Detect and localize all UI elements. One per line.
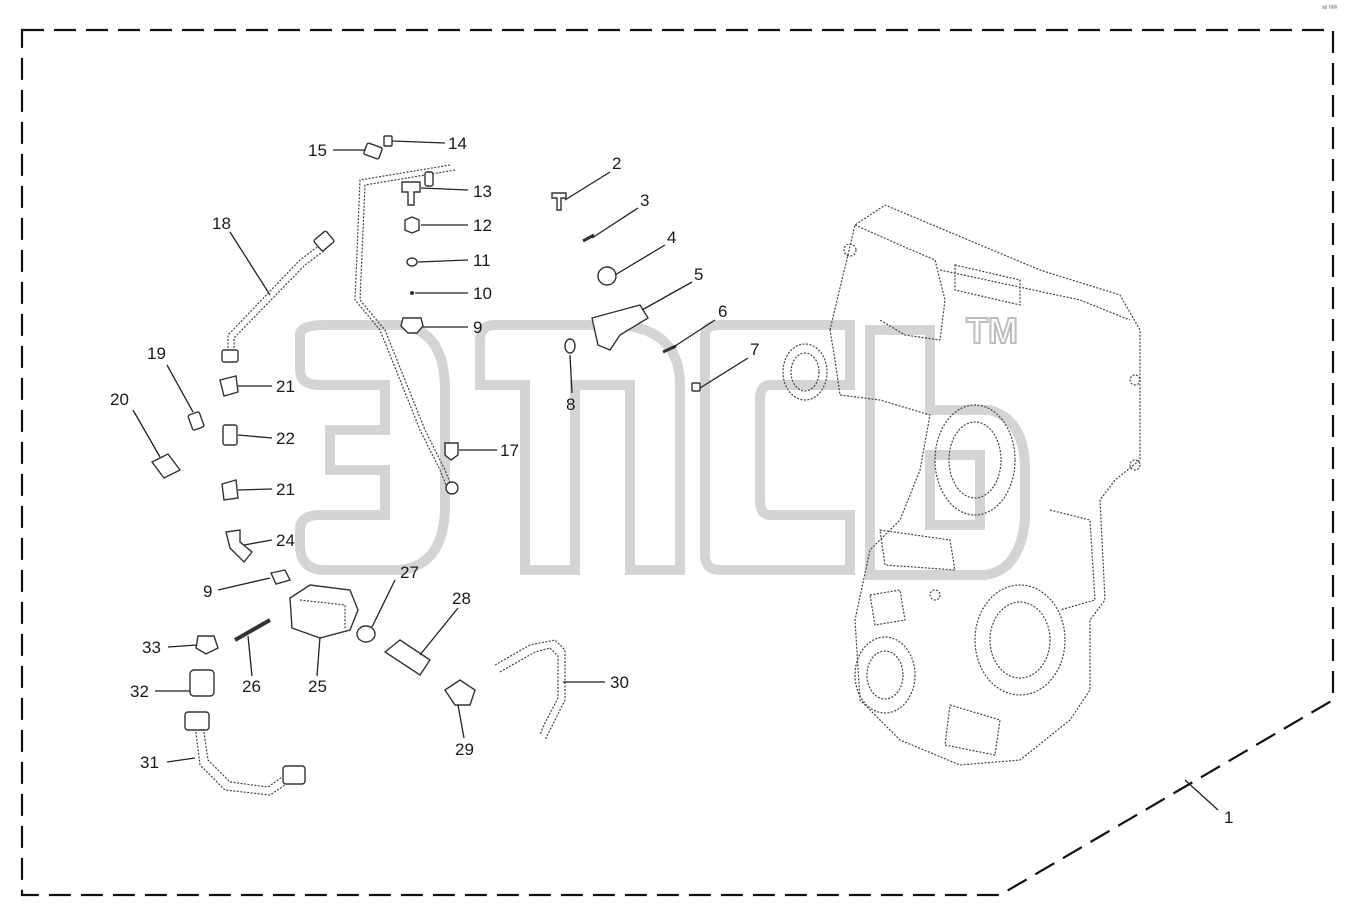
callout-28: 28 [452,589,471,608]
elbow-21-bottom [221,479,239,501]
pipe-30 [494,639,566,741]
fitting-19 [187,411,205,431]
fitting-17 [444,442,459,461]
pin-3 [582,233,595,243]
clamp-4 [597,266,617,286]
callout-24: 24 [276,531,295,550]
callout-31: 31 [140,753,159,772]
callout-10: 10 [473,284,492,303]
callout-33: 33 [142,638,161,657]
nut-12 [404,216,420,234]
callout-11: 11 [473,251,491,270]
union-28 [383,639,431,676]
lube-pipe [354,164,451,491]
callout-8: 8 [566,395,575,414]
callout-2: 2 [612,154,621,173]
ball-10 [410,291,414,295]
adapter-20 [150,453,182,479]
ring-11 [406,257,418,267]
corner-mark: ᵃᵖ ᵇᵇᵇ [1322,5,1337,12]
callout-3: 3 [640,191,649,210]
plug-7 [691,382,701,392]
bolt-2 [551,192,567,211]
kit-boundary-frame [20,28,1335,897]
callout-9-top: 9 [473,318,482,337]
elbow-21-top [219,375,239,397]
pipe-18-fitting [221,349,239,363]
callout-30: 30 [610,673,629,692]
callout-29: 29 [455,740,474,759]
callout-13: 13 [473,182,492,201]
callout-9-bottom: 9 [203,582,212,601]
union-22 [222,424,238,446]
pipe-18 [227,244,321,355]
callout-14: 14 [448,134,467,153]
tee-29 [444,679,476,706]
callout-26: 26 [242,677,261,696]
callout-27: 27 [400,563,419,582]
pump-25 [289,584,359,639]
callout-7: 7 [750,340,759,359]
callout-4: 4 [667,228,676,247]
elbow-24 [225,529,253,564]
callout-22: 22 [276,429,295,448]
clip-15 [363,142,383,160]
adapter-9-top [400,317,424,334]
callout-1: 1 [1224,808,1233,827]
callout-21-top: 21 [276,377,295,396]
fitting-32 [189,669,215,697]
tee-13 [401,181,421,206]
callout-18: 18 [212,214,231,233]
callout-labels: 1 2 3 4 5 6 7 8 9 9 10 11 12 13 14 15 17… [110,134,1233,827]
pipe-31 [194,724,296,796]
leader-lines [132,140,1219,811]
callout-6: 6 [718,302,727,321]
washer-8 [564,338,576,354]
screw-14 [383,135,393,147]
callout-15: 15 [308,141,327,160]
callout-5: 5 [694,265,703,284]
bracket-5 [591,304,649,351]
callout-17: 17 [500,441,519,460]
callout-20: 20 [110,390,129,409]
adapter-27 [356,625,376,643]
nut-33 [195,635,219,655]
callout-25: 25 [308,677,327,696]
transmission-housing [782,204,1141,766]
callout-12: 12 [473,216,492,235]
callout-21-bottom: 21 [276,480,295,499]
watermark-text: TM [966,310,1018,351]
bolt-26 [234,618,271,642]
adapter-9-bottom [270,569,292,585]
callout-19: 19 [147,344,166,363]
callout-32: 32 [130,682,149,701]
